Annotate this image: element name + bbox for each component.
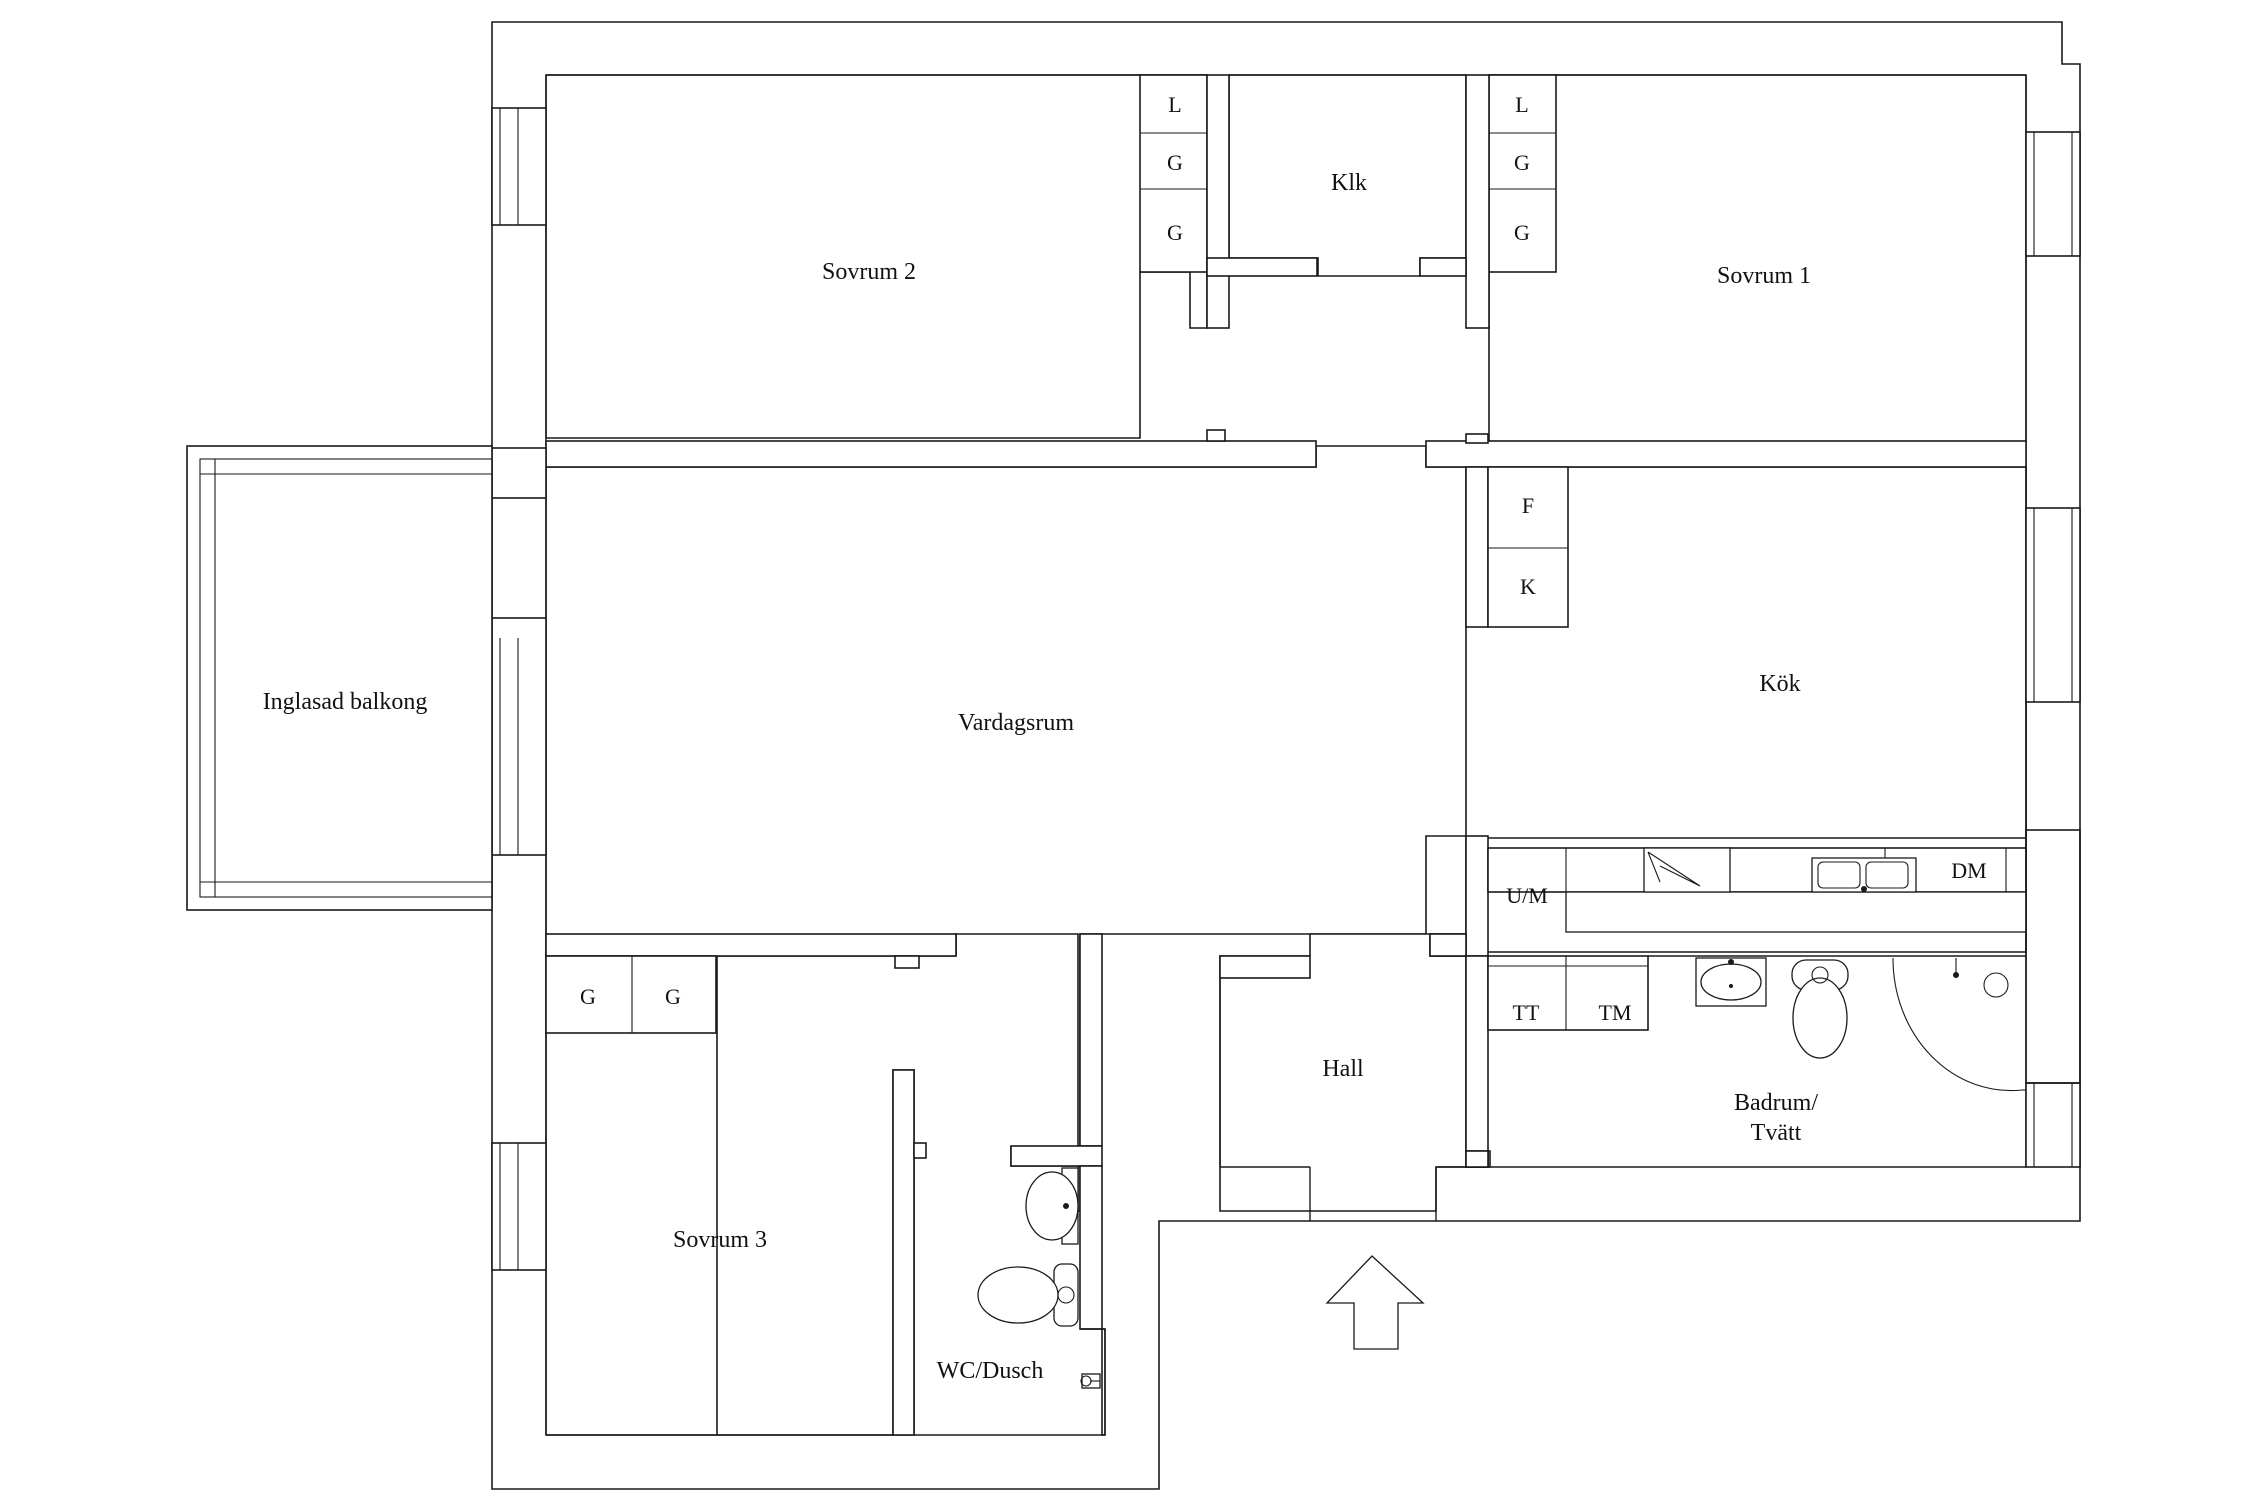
closet-label-s1-top: L xyxy=(1515,92,1528,117)
closet-label-s1-bot: G xyxy=(1514,220,1530,245)
closet-label-s2-top: L xyxy=(1168,92,1181,117)
appliance-label-tm: TM xyxy=(1599,1000,1632,1025)
label-vardagsrum: Vardagsrum xyxy=(958,710,1074,736)
label-badrum: Badrum/ xyxy=(1734,1090,1818,1116)
label-klk: Klk xyxy=(1331,170,1367,196)
label-sovrum-3: Sovrum 3 xyxy=(673,1227,767,1253)
cabinet-label-k: K xyxy=(1520,574,1536,599)
label-tvatt: Tvätt xyxy=(1751,1120,1802,1146)
label-sovrum-2: Sovrum 2 xyxy=(822,259,916,285)
sovrum-1-room xyxy=(1488,74,2027,443)
closet-label-s2-mid: G xyxy=(1167,150,1183,175)
cabinet-label-f: F xyxy=(1522,493,1534,518)
entrance-arrow-icon xyxy=(1325,1255,1425,1350)
label-inglasad-balkong: Inglasad balkong xyxy=(263,689,428,715)
label-kok: Kök xyxy=(1759,671,1800,697)
closet-label-s2-bot: G xyxy=(1167,220,1183,245)
appliance-label-dm: DM xyxy=(1951,858,1986,883)
closet-label-s3-left: G xyxy=(580,984,596,1009)
sovrum-2-room xyxy=(545,74,1208,439)
closet-label-s1-mid: G xyxy=(1514,150,1530,175)
label-hall: Hall xyxy=(1322,1056,1364,1082)
label-sovrum-1: Sovrum 1 xyxy=(1717,263,1811,289)
appliance-label-um: U/M xyxy=(1506,883,1548,908)
balcony xyxy=(186,445,493,911)
closet-label-s3-right: G xyxy=(665,984,681,1009)
appliance-label-tt: TT xyxy=(1513,1000,1540,1025)
label-wc-dusch: WC/Dusch xyxy=(937,1358,1044,1384)
